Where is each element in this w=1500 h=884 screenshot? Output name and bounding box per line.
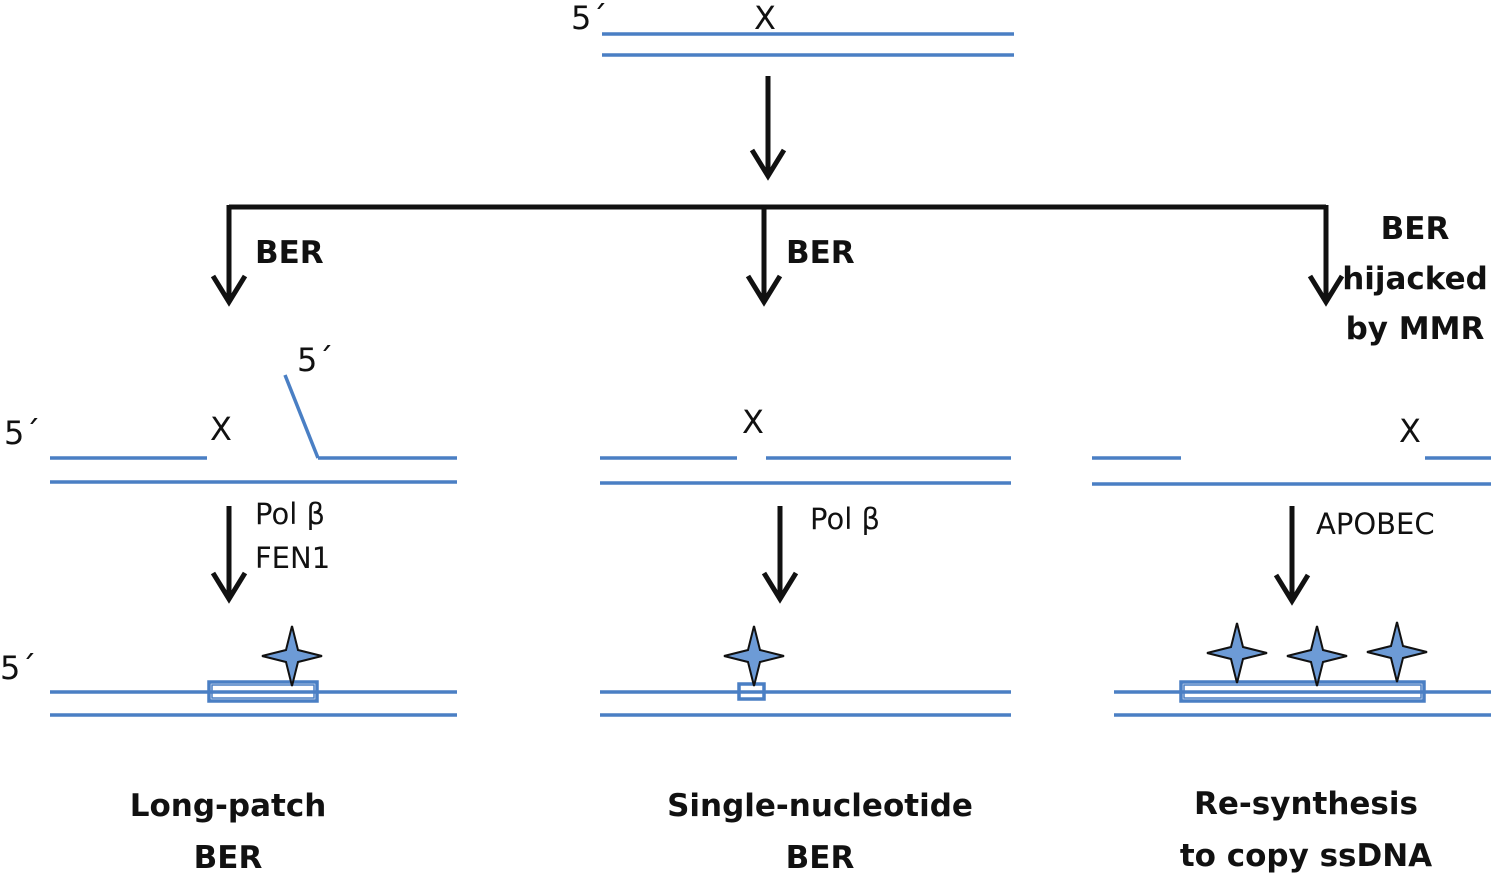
enzyme-label: Pol β	[255, 497, 325, 531]
product-long-patch	[50, 680, 457, 717]
caption-resynthesis: Re-synthesis to copy ssDNA	[1140, 778, 1472, 882]
mutation-star-icon	[1366, 621, 1428, 683]
step-arrows	[210, 506, 1311, 606]
lesion-mark-single-nucleotide: X	[742, 403, 764, 441]
repair-patch	[207, 680, 319, 703]
caption-line: Long-patch	[129, 788, 327, 824]
top-lesion-mark: X	[754, 0, 776, 37]
intermediate-long-patch	[50, 374, 457, 484]
flap-strand	[283, 374, 320, 459]
caption-single-nucleotide: Single-nucleotide BER	[620, 780, 1020, 884]
caption-long-patch: Long-patch BER	[78, 780, 378, 884]
caption-line: to copy ssDNA	[1179, 838, 1433, 874]
intermediate-5prime-label: 5´	[4, 414, 41, 452]
intermediate-single-nucleotide	[600, 456, 1011, 485]
route-line: BER	[1380, 211, 1450, 247]
product-resynthesis	[1114, 680, 1491, 717]
mutation-star-icon	[723, 625, 785, 687]
caption-line: BER	[193, 840, 263, 876]
repair-patch	[737, 682, 766, 701]
flap-5prime-label: 5´	[297, 341, 334, 379]
product-5prime-label: 5´	[0, 649, 37, 687]
intermediate-ssdna-gap	[1092, 456, 1491, 486]
enzyme-label: APOBEC	[1316, 507, 1435, 541]
product-single-nucleotide	[600, 682, 1011, 717]
mutation-star-icon	[1206, 622, 1268, 684]
mutation-star-icon	[261, 625, 323, 687]
caption-line: Re-synthesis	[1194, 786, 1418, 822]
enzyme-label: Pol β	[810, 502, 880, 536]
enzyme-label: FEN1	[255, 541, 331, 575]
caption-line: Single-nucleotide	[667, 788, 973, 824]
top-dna-duplex	[602, 32, 1014, 57]
caption-line: BER	[785, 840, 855, 876]
route-line: hijacked	[1342, 261, 1488, 297]
route-line: by MMR	[1345, 311, 1485, 347]
top-5prime-label: 5´	[571, 0, 608, 37]
lesion-mark-long-patch: X	[210, 410, 232, 448]
route-label-mmr-hijacked: BER hijacked by MMR	[1330, 204, 1500, 354]
lesion-mark-ssdna: X	[1399, 412, 1421, 450]
route-label-long-patch: BER	[255, 235, 324, 271]
branch-bar	[210, 204, 1345, 307]
route-label-single-nucleotide: BER	[786, 235, 855, 271]
repair-patch	[1179, 680, 1426, 703]
main-arrow	[749, 76, 787, 181]
mutation-star-icon	[1286, 625, 1348, 687]
